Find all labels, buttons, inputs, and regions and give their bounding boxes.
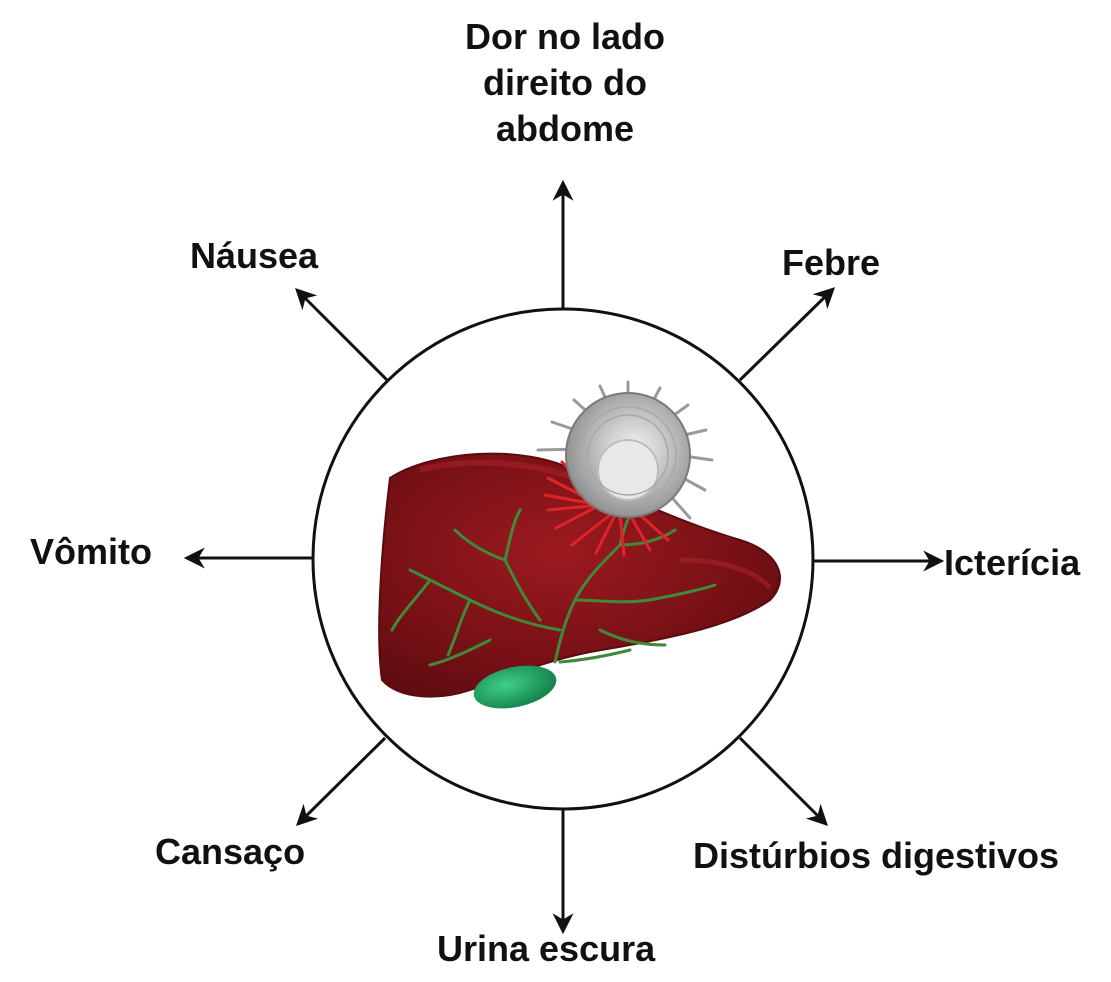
- symptom-label-vomito: Vômito: [30, 531, 152, 572]
- symptom-label-ictericia: Icterícia: [944, 542, 1081, 583]
- symptom-label-top-line-1: Dor no lado: [465, 16, 665, 57]
- gallbladder-icon: [473, 665, 557, 709]
- symptom-label-urina-escura: Urina escura: [437, 928, 656, 969]
- symptom-label-nausea: Náusea: [190, 235, 319, 276]
- virus-icon: [536, 380, 714, 520]
- symptom-label-top: Dor no lado direito do abdome: [405, 14, 725, 152]
- symptom-label-top-line-2: direito do: [483, 62, 647, 103]
- symptom-label-cansaco: Cansaço: [155, 831, 306, 872]
- arrow-down-right: [738, 736, 828, 826]
- arrow-up-right: [738, 287, 836, 382]
- symptom-label-disturbios-digestivos: Distúrbios digestivos: [693, 835, 1060, 876]
- symptom-label-febre: Febre: [782, 242, 881, 283]
- arrow-down-left: [296, 736, 387, 826]
- arrow-up-left: [295, 288, 389, 382]
- symptom-label-top-line-3: abdome: [495, 108, 635, 149]
- liver-icon: [378, 380, 781, 709]
- arrows: [183, 179, 945, 935]
